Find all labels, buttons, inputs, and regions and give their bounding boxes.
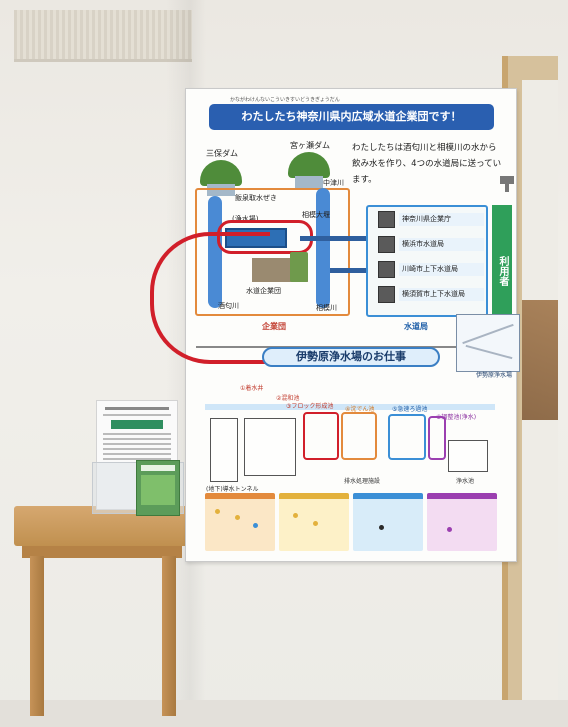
floor xyxy=(0,700,568,727)
lower-section-title: 伊勢原浄水場のお仕事 xyxy=(262,347,440,367)
plant-label: (浄水場) xyxy=(232,215,259,223)
clearwell-highlight xyxy=(428,416,446,460)
card-dot xyxy=(235,515,240,520)
supply-pipe-2 xyxy=(330,268,366,273)
brochure-title-block xyxy=(111,420,163,429)
table-leg-right xyxy=(162,556,176,716)
brochure-header xyxy=(105,407,169,410)
bureau-caption: 水道局 xyxy=(404,322,428,331)
explanation-card-1 xyxy=(205,493,275,551)
bureau-emblem-icon xyxy=(378,211,395,228)
table-leg-left xyxy=(30,556,44,716)
poster-banner-title: わたしたち神奈川県内広域水道企業団です！ xyxy=(209,104,494,130)
step-1: ①着水井 xyxy=(240,385,264,392)
sludge-label: 排水処理施設 xyxy=(344,478,381,485)
bureau-emblem-icon xyxy=(378,286,395,303)
brochure-line xyxy=(103,443,171,445)
map-road xyxy=(462,323,514,345)
bureau-name: 神奈川県企業庁 xyxy=(399,213,484,226)
mixing-basin-highlight xyxy=(303,412,339,460)
explanation-card-2 xyxy=(279,493,349,551)
filter-highlight xyxy=(388,414,426,460)
dam-label-2: 宮ヶ瀬ダム xyxy=(290,141,330,150)
treated-label: 浄水池 xyxy=(456,478,475,485)
bureau-item: 横浜市水道局 xyxy=(378,236,484,253)
explanation-card-4 xyxy=(427,493,497,551)
step-3: ③フロック形成池 xyxy=(286,403,334,410)
banner-ruby: かながわけんないこういきすいどうきぎょうだん xyxy=(230,97,340,103)
company-building-tree xyxy=(290,252,308,282)
bureau-item: 川崎市上下水道局 xyxy=(378,261,484,278)
card-dot xyxy=(447,527,452,532)
green-brochure-label xyxy=(141,465,175,471)
location-map xyxy=(456,314,520,372)
step-6: ⑥調整池(浄水) xyxy=(436,414,477,421)
step-4: ④沈でん池 xyxy=(345,406,375,413)
step-2: ②混和池 xyxy=(276,395,300,402)
green-brochure-picture xyxy=(141,475,175,505)
brochure-line xyxy=(103,433,171,435)
bureau-name: 横須賀市上下水道局 xyxy=(399,288,484,301)
receiving-well xyxy=(244,418,296,476)
bureau-name: 川崎市上下水道局 xyxy=(399,263,484,276)
brochure-line xyxy=(103,438,171,440)
card-dot xyxy=(379,525,384,530)
dam-label-1: 三保ダム xyxy=(206,149,238,158)
org-caption: 企業団 xyxy=(262,322,286,331)
bureau-emblem-icon xyxy=(378,261,395,278)
brochure-line xyxy=(103,414,171,416)
intake-label: 飯泉取水ぜき xyxy=(235,194,277,202)
ceiling-shelf xyxy=(14,10,192,62)
brochure-line xyxy=(103,448,171,450)
river-sagami-label: 相模川 xyxy=(316,304,337,312)
tunnel-shaft xyxy=(210,418,238,482)
bureau-item: 横須賀市上下水道局 xyxy=(378,286,484,303)
card-dot xyxy=(253,523,258,528)
faucet-spout-icon xyxy=(505,184,509,192)
reservoir-tank xyxy=(448,440,488,472)
red-curved-arrow-icon xyxy=(150,232,270,364)
card-dot xyxy=(215,509,220,514)
faucet-icon xyxy=(500,176,514,184)
brochure-line xyxy=(103,453,171,455)
dam-wall-1 xyxy=(207,184,235,196)
map-road xyxy=(465,344,513,360)
poster-description: わたしたちは酒匂川と相模川の水から飲み水を作り、4つの水道局に送っています。 xyxy=(352,143,502,185)
bureau-emblem-icon xyxy=(378,236,395,253)
dam-wall-2 xyxy=(295,176,323,188)
explanation-cards xyxy=(205,493,501,551)
wooden-table-apron xyxy=(22,546,182,558)
map-label: 伊勢原浄水場 xyxy=(476,372,513,379)
staircase xyxy=(522,300,558,420)
river-sagami-shape xyxy=(316,188,330,308)
bureau-item: 神奈川県企業庁 xyxy=(378,211,484,228)
water-flow-line xyxy=(205,404,495,410)
card-dot xyxy=(293,513,298,518)
tunnel-label: (地下)導水トンネル xyxy=(206,486,259,493)
brochure-line xyxy=(103,458,171,460)
supply-pipe-1 xyxy=(300,236,366,241)
step-5: ⑤急速ろ過池 xyxy=(392,406,428,413)
sedimentation-highlight xyxy=(341,412,377,460)
explanation-card-3 xyxy=(353,493,423,551)
weir-label: 相模大堰 xyxy=(302,211,330,219)
users-bar: 利用者 xyxy=(492,205,512,315)
river-nakatsu-label: 中津川 xyxy=(323,179,344,187)
card-dot xyxy=(313,521,318,526)
bureau-name: 横浜市水道局 xyxy=(399,238,484,251)
green-brochure[interactable] xyxy=(136,460,180,516)
